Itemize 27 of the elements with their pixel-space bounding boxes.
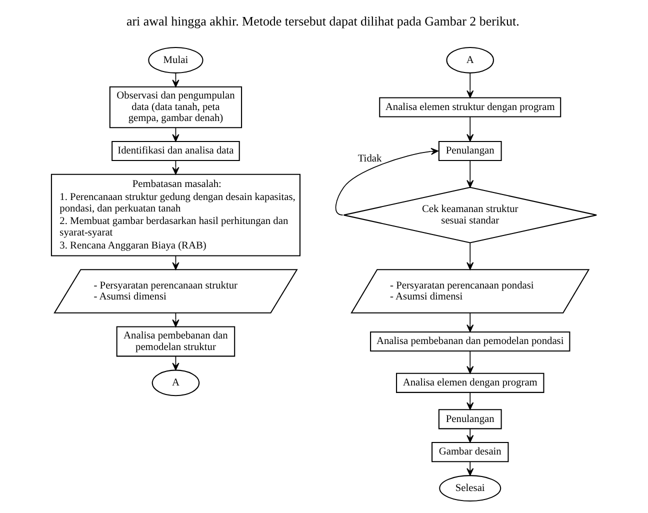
node-box: Analisa pembebanan dan pemodelan pondasi — [370, 331, 570, 352]
arrow — [466, 116, 474, 142]
node-box: Observasi dan pengumpulan data (data tanah, peta gempa, gambar denah) — [109, 86, 242, 128]
node-box: Identifikasi dan analisa data — [112, 140, 240, 162]
node-box: Gambar desain — [432, 442, 509, 462]
arrow — [466, 312, 474, 332]
node-diamond: Cek keamanan struktur sesuai standar — [343, 186, 598, 244]
arrow — [466, 242, 474, 270]
node-ellipse: Mulai — [148, 46, 204, 74]
edge-label: Tidak — [358, 153, 382, 164]
arrow — [466, 350, 474, 374]
node-box: Analisa elemen struktur dengan program — [379, 97, 562, 118]
arrow — [466, 392, 474, 410]
node-box: Analisa pembebanan dan pemodelan struktur — [116, 326, 236, 357]
node-box: Penulangan — [438, 409, 502, 430]
node-ellipse: A — [152, 370, 200, 396]
node-box: Pembatasan masalah: 1. Perencanaan struktur gedung dengan desain kapasitas, pondasi, dan perkuatan tanah 2. Membuat gambar berdasarkan hasil perhitungan dan syarat-syarat 3. Rencana Anggaran Biaya (RAB) — [50, 174, 300, 256]
node-box: Analisa elemen dengan program — [396, 372, 544, 393]
label: ari awal hingga akhir. Metode tersebut dapat dilihat pada Gambar 2 berikut. — [126, 14, 520, 29]
arrow — [335, 148, 439, 216]
node-box: Penulangan — [438, 140, 502, 162]
arrow — [466, 461, 474, 476]
arrow — [466, 428, 474, 443]
node-ellipse: A — [446, 46, 494, 74]
node-ellipse: Selesai — [439, 475, 502, 502]
arrow — [466, 72, 474, 98]
arrow — [466, 160, 474, 188]
